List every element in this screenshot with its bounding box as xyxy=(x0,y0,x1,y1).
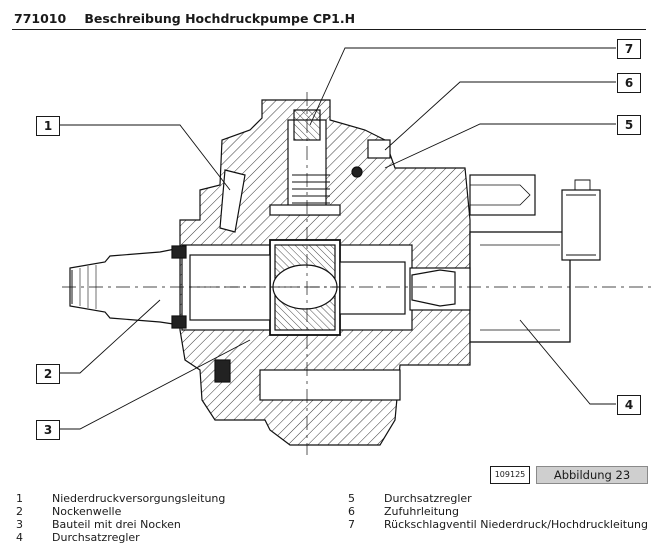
leader-2 xyxy=(60,299,161,374)
callout-3: 3 xyxy=(36,420,60,440)
pump-cross-section-drawing xyxy=(60,47,655,455)
callout-4: 4 xyxy=(617,395,641,415)
camshaft xyxy=(189,254,271,321)
page-title: Beschreibung Hochdruckpumpe CP1.H xyxy=(84,11,356,26)
figure-label: Abbildung 23 xyxy=(536,466,648,484)
page-header: 771010 Beschreibung Hochdruckpumpe CP1.H xyxy=(14,11,355,26)
figure-reference-code: 109125 xyxy=(490,466,530,484)
section-code: 771010 xyxy=(14,11,67,26)
header-rule xyxy=(12,29,646,30)
leader-3 xyxy=(60,339,251,430)
outlet-connector xyxy=(469,174,536,216)
callout-6: 6 xyxy=(617,73,641,93)
leader-5 xyxy=(384,123,616,169)
leader-7 xyxy=(309,47,616,126)
callout-2: 2 xyxy=(36,364,60,384)
leader-1 xyxy=(60,124,231,191)
electrical-connector xyxy=(561,189,601,261)
callout-7: 7 xyxy=(617,39,641,59)
leader-4 xyxy=(519,319,616,405)
callout-5: 5 xyxy=(617,115,641,135)
base-plate xyxy=(259,369,401,401)
callout-1: 1 xyxy=(36,116,60,136)
leader-6 xyxy=(384,81,616,151)
shaft-taper xyxy=(69,247,181,326)
